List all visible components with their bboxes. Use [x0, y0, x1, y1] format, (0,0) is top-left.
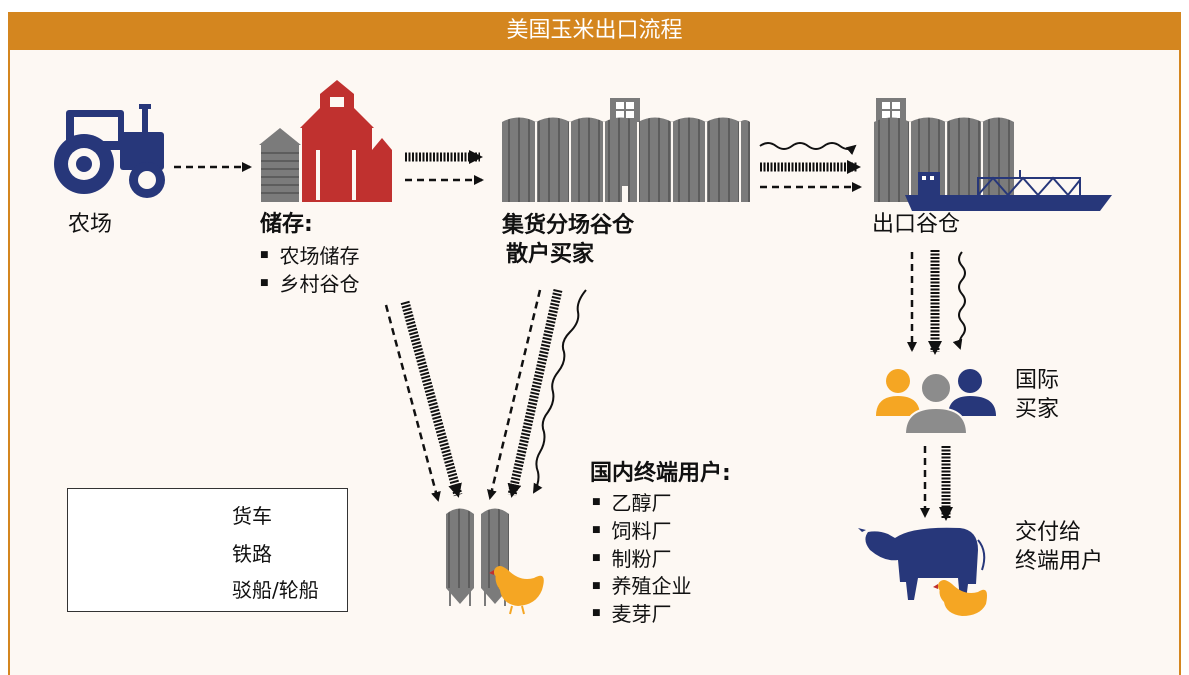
storage-list: 农场储存 乡村谷仓	[260, 243, 360, 299]
buyers-icon	[876, 369, 996, 435]
list-item: 乙醇厂	[592, 490, 692, 518]
chicken-icon	[933, 580, 987, 616]
domestic-list: 乙醇厂 饲料厂 制粉厂 养殖企业 麦芽厂	[592, 490, 692, 629]
barn-icon	[300, 80, 392, 202]
rail-arrow-storage-domestic	[400, 300, 463, 498]
farm-label: 农场	[68, 212, 113, 237]
delivery-label: 交付给 终端用户	[1015, 518, 1103, 576]
cargo-ship-icon	[905, 170, 1112, 211]
legend-rail-label: 铁路	[232, 542, 272, 566]
list-item: 农场储存	[260, 243, 360, 271]
delivery-label-line1: 交付给	[1015, 520, 1082, 545]
rail-arrow-elevator-domestic	[507, 289, 563, 498]
barge-arrow-elevator-domestic	[532, 289, 587, 494]
country-elevator-icon	[502, 98, 750, 202]
legend-barge-label: 驳船/轮船	[232, 578, 319, 602]
domestic-label: 国内终端用户:	[590, 461, 731, 486]
barge-arrow-export-buyers	[952, 251, 966, 350]
buyers-label-line1: 国际	[1015, 368, 1060, 393]
buyers-label-line2: 买家	[1015, 397, 1060, 422]
truck-arrow-elevator-domestic	[487, 289, 542, 500]
domestic-silo-icon	[446, 508, 509, 606]
tractor-icon	[54, 104, 165, 198]
barge-arrow-elevator-export	[759, 142, 857, 156]
list-item: 制粉厂	[592, 546, 692, 574]
elevator-label-line1: 集货分场谷仓	[502, 213, 635, 238]
storage-label: 储存:	[260, 212, 313, 237]
truck-arrow-storage-domestic	[384, 304, 441, 502]
export-elevator-icon	[874, 98, 1014, 202]
page-title: 美国玉米出口流程	[8, 12, 1181, 50]
list-item: 麦芽厂	[592, 601, 692, 629]
delivery-label-line2: 终端用户	[1015, 549, 1104, 574]
elevator-label: 集货分场谷仓 散户买家	[502, 211, 634, 269]
elevator-label-line2: 散户买家	[506, 242, 595, 267]
list-item: 饲料厂	[592, 518, 692, 546]
list-item: 养殖企业	[592, 573, 692, 601]
legend	[67, 488, 348, 612]
export-label: 出口谷仓	[872, 212, 961, 237]
list-item: 乡村谷仓	[260, 271, 360, 299]
chicken-icon	[489, 566, 544, 615]
legend-truck-label: 货车	[232, 504, 272, 528]
grain-bin-icon	[259, 128, 301, 202]
buyers-label: 国际 买家	[1015, 366, 1059, 424]
cow-icon	[858, 527, 986, 600]
